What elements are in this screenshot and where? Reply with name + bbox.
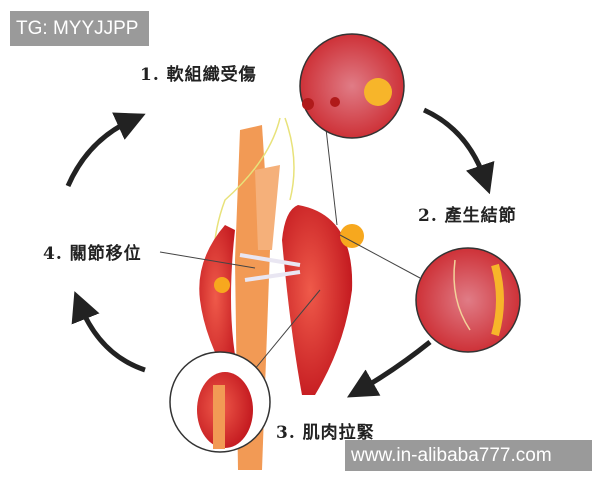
zoom-circle-injury [299, 33, 405, 139]
step-1-label: 1. 軟組織受傷 [140, 65, 257, 85]
arrow-4-to-1 [65, 112, 146, 187]
bone-upper [255, 165, 280, 250]
step-3-label: 3. 肌肉拉緊 [276, 423, 375, 443]
right-muscle [282, 205, 353, 395]
arrow-2-to-3 [346, 340, 432, 398]
inflammation-spot [340, 224, 364, 248]
arrow-1-to-2 [422, 107, 495, 195]
watermark-top-left: TG: MYYJJPP [10, 11, 149, 46]
arrow-3-to-4 [71, 291, 146, 373]
zoom-circle-nodule [415, 247, 521, 353]
step-2-label: 2. 產生結節 [418, 206, 517, 226]
left-muscle [199, 225, 240, 385]
zoom-circle-tension [169, 351, 271, 453]
step-4-label: 4. 關節移位 [43, 244, 142, 264]
watermark-bottom-right: www.in-alibaba777.com [345, 440, 592, 471]
